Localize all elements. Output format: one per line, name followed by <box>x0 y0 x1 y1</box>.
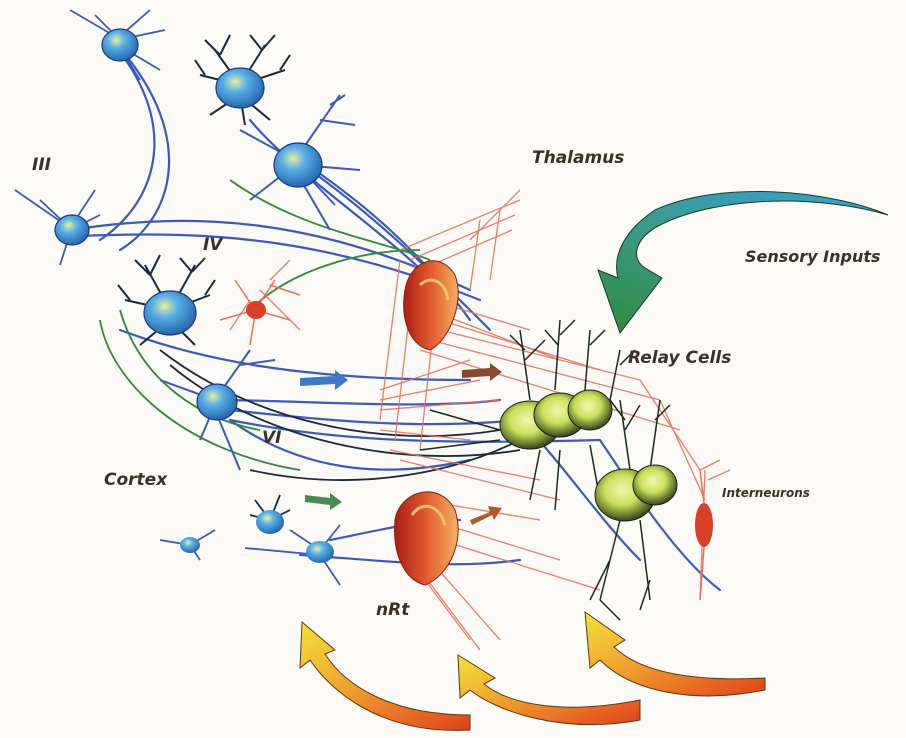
label-layer-iv: IV <box>203 235 224 255</box>
label-layer-vi: VI <box>262 428 281 448</box>
relay-cell-group-lower <box>595 465 677 521</box>
nrt-neuron-upper <box>404 261 458 350</box>
label-sensory-inputs: Sensory Inputs <box>745 247 881 266</box>
label-cortex: Cortex <box>104 470 168 490</box>
cortical-neuron-pyramidal-upper <box>240 95 360 230</box>
cortical-neuron-layer-iii <box>15 190 100 265</box>
cortical-neuron-layer-iv <box>118 255 215 345</box>
bottom-arrow-right <box>585 612 765 696</box>
cortical-neuron-top <box>70 10 165 80</box>
cortical-neuron-bottom-pyramidal <box>245 525 340 585</box>
cortical-red-interneuron <box>220 280 300 345</box>
bottom-arrow-left <box>300 622 470 730</box>
label-thalamus: Thalamus <box>532 148 624 168</box>
cortical-neuron-layer-vi <box>160 350 275 470</box>
cortical-neuron-bottom-small <box>160 530 215 560</box>
nrt-neuron-lower <box>395 492 459 585</box>
label-nrt: nRt <box>376 600 410 620</box>
cortical-neuron-stellate-top <box>195 35 290 125</box>
label-layer-iii: III <box>32 155 51 175</box>
label-interneurons: Interneurons <box>722 486 810 500</box>
cortical-neuron-bottom-stellate <box>250 495 290 534</box>
label-relay-cells: Relay Cells <box>628 348 731 368</box>
